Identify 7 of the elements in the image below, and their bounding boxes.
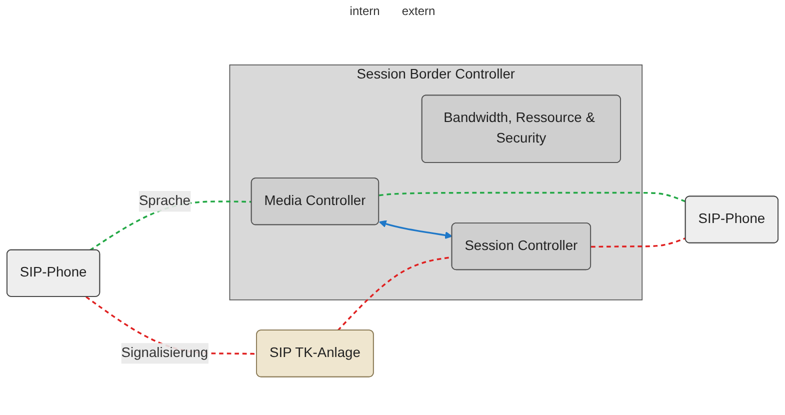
connector bbox=[591, 237, 686, 248]
zone-label: intern bbox=[348, 4, 381, 20]
edge-label: Sprache bbox=[138, 193, 190, 208]
arrow bbox=[378, 220, 453, 239]
connector bbox=[378, 192, 686, 202]
zone-label: extern bbox=[400, 4, 436, 20]
edge-label: Signalisierung bbox=[121, 345, 208, 360]
